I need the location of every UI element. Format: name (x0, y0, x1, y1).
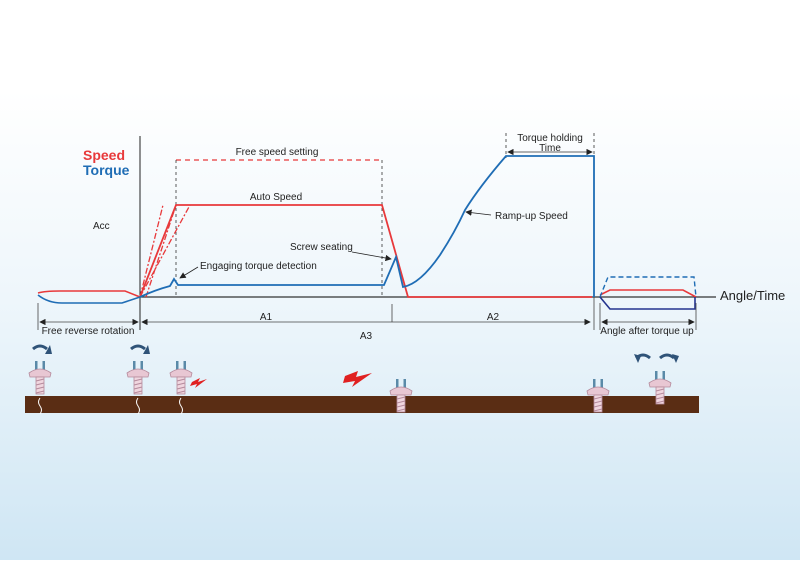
engaging-torque-arrow (179, 266, 199, 279)
axis-label: Angle/Time (720, 288, 785, 303)
torque-curve-main (139, 155, 595, 298)
legend-speed: Speed (83, 147, 125, 163)
speed-accel-dashed-1 (139, 204, 164, 298)
auto-speed-label: Auto Speed (250, 192, 302, 203)
screw-rotate-icon (126, 360, 150, 415)
free-reverse-label: Free reverse rotation (42, 326, 135, 337)
wood-board (25, 396, 699, 413)
angle-after-label: Angle after torque up (600, 326, 694, 337)
speed-accel-dashed-3 (145, 204, 177, 298)
torque-curve-reverse (37, 294, 141, 304)
speed-accel-dashed-2 (139, 204, 191, 298)
screw-seating-label: Screw seating (290, 242, 353, 253)
rotation-arrow-icon (32, 344, 675, 360)
a3-label: A3 (360, 331, 373, 342)
engaging-torque-label: Engaging torque detection (200, 261, 317, 272)
speed-curve-reverse (37, 290, 141, 298)
a2-label: A2 (487, 312, 500, 323)
torque-holding-time-label: Time (539, 143, 561, 154)
ramp-up-arrow (465, 209, 492, 216)
ramp-up-speed-label: Ramp-up Speed (495, 211, 568, 222)
screw-seating-arrow (351, 251, 392, 262)
speed-curve-auto (139, 204, 592, 298)
spark-icon (343, 371, 372, 387)
screw-reverse-icon (28, 360, 52, 415)
torque-curve-after-dashed (599, 276, 697, 298)
spark-icon (190, 378, 207, 388)
acc-label: Acc (93, 221, 110, 232)
speed-curve-after (599, 289, 697, 298)
torque-curve-after (599, 296, 696, 310)
a1-label: A1 (260, 312, 273, 323)
rotation-arrowhead-icon (45, 345, 679, 363)
screw-engage-icon (169, 360, 193, 415)
torque-holding-label: Torque holding (517, 133, 583, 144)
legend-torque: Torque (83, 162, 130, 178)
free-speed-setting-label: Free speed setting (236, 147, 319, 158)
